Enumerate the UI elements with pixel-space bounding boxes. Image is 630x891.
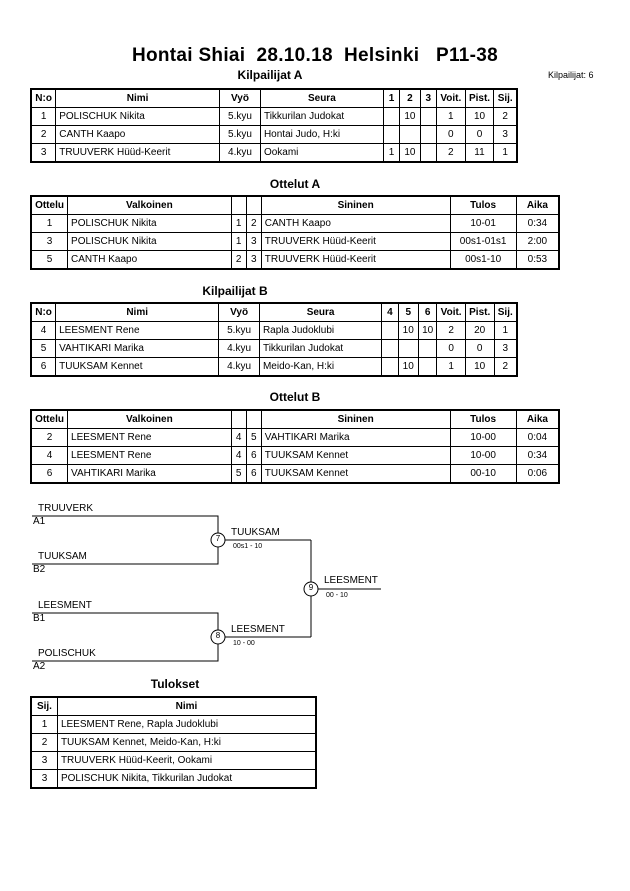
pool-b-heading: Kilpailijat B [202, 284, 268, 298]
competitors-count: Kilpailijat: 6 [548, 70, 594, 80]
cell-blue-no: 3 [245, 232, 262, 251]
results-table: Sij. Nimi 1 LEESMENT Rene, Rapla Judoklu… [30, 696, 317, 789]
cell-name: LEESMENT Rene, Rapla Judoklubi [56, 715, 317, 734]
cell-no: 3 [30, 143, 57, 162]
cell-time: 0:53 [515, 250, 560, 269]
bracket-entry-name: TRUUVERK [38, 503, 94, 514]
cell-rank: 3 [31, 769, 58, 788]
col-name: Nimi [56, 697, 317, 716]
table-row: 1 POLISCHUK Nikita 5.kyu Tikkurilan Judo… [30, 107, 517, 126]
bracket-entry-seed: A1 [33, 516, 46, 527]
match-7-winner: TUUKSAM [231, 527, 280, 538]
pool-a-heading: Kilpailijat A [237, 68, 303, 82]
pool-b-table: N:o Nimi Vyö Seura 4 5 6 Voit. Pist. Sij… [30, 302, 518, 377]
cell-name: TRUUVERK Hüüd-Keerit, Ookami [56, 751, 317, 770]
table-header-row: Ottelu Valkoinen Sininen Tulos Aika [30, 196, 560, 215]
cell-points: 10 [464, 107, 495, 126]
table-header-row: N:o Nimi Vyö Seura 4 5 6 Voit. Pist. Sij… [30, 303, 518, 322]
cell-score [417, 357, 438, 376]
page-title: Hontai Shiai 28.10.18 Helsinki P11-38 [131, 45, 499, 66]
match-8-winner: LEESMENT [231, 624, 285, 635]
table-row: 3 POLISCHUK Nikita, Tikkurilan Judokat [31, 769, 317, 788]
match-9-winner: LEESMENT [324, 575, 378, 586]
match-7-marker [210, 532, 226, 548]
cell-name: TRUUVERK Hüüd-Keerit [55, 143, 221, 162]
table-row: 3 POLISCHUK Nikita 1 3 TRUUVERK Hüüd-Kee… [30, 232, 560, 251]
table-row: 4 LEESMENT Rene 5.kyu Rapla Judoklubi 10… [30, 321, 518, 340]
match-7-score: 00s1 - 10 [233, 543, 263, 550]
table-row: 1 LEESMENT Rene, Rapla Judoklubi [31, 715, 317, 734]
cell-rank: 3 [31, 751, 58, 770]
cell-wins: 2 [436, 143, 466, 162]
cell-blue-no: 3 [245, 250, 262, 269]
table-header-row: Sij. Nimi [31, 697, 317, 716]
match-9-marker [303, 581, 319, 597]
match-9-score: 00 - 10 [326, 592, 348, 599]
table-row: 5 CANTH Kaapo 2 3 TRUUVERK Hüüd-Keerit 0… [30, 250, 560, 269]
matches-b-heading: Ottelut B [269, 390, 321, 404]
bracket-entry-name: TUUKSAM [38, 551, 87, 562]
cell-time: 0:06 [515, 464, 560, 483]
cell-points: 11 [464, 143, 495, 162]
matches-a-table: Ottelu Valkoinen Sininen Tulos Aika 1 PO… [30, 195, 560, 270]
matches-b-table: Ottelu Valkoinen Sininen Tulos Aika 2 LE… [30, 409, 560, 484]
match-8-marker [210, 629, 226, 645]
cell-blue: TRUUVERK Hüüd-Keerit [260, 250, 451, 269]
cell-blue-no: 2 [245, 214, 262, 233]
match-8-number: 8 [215, 631, 221, 640]
cell-white: VAHTIKARI Marika [67, 464, 232, 483]
col-time: Aika [515, 196, 560, 215]
table-row: 2 CANTH Kaapo 5.kyu Hontai Judo, H:ki 0 … [30, 125, 517, 144]
cell-rank: 1 [31, 715, 58, 734]
col-rank: Sij. [31, 697, 58, 716]
cell-rank: 1 [493, 143, 517, 162]
bracket-entry-name: LEESMENT [38, 600, 92, 611]
match-7-number: 7 [215, 534, 221, 543]
table-header-row: Ottelu Valkoinen Sininen Tulos Aika [30, 410, 560, 429]
cell-no: 6 [30, 357, 57, 376]
cell-name: TUUKSAM Kennet, Meido-Kan, H:ki [56, 733, 317, 752]
table-row: 6 TUUKSAM Kennet 4.kyu Meido-Kan, H:ki 1… [30, 357, 518, 376]
bracket-entry-seed: B2 [33, 564, 46, 575]
cell-blue-no: 6 [245, 446, 262, 465]
match-9-number: 9 [308, 583, 314, 592]
bracket-entry-seed: B1 [33, 613, 46, 624]
bracket-entry-seed: A2 [33, 661, 46, 672]
cell-name: POLISCHUK Nikita, Tikkurilan Judokat [56, 769, 317, 788]
table-row: 5 VAHTIKARI Marika 4.kyu Tikkurilan Judo… [30, 339, 518, 358]
cell-match: 5 [30, 250, 69, 269]
cell-score [419, 143, 438, 162]
matches-a-heading: Ottelut A [269, 177, 321, 191]
cell-white: CANTH Kaapo [67, 250, 232, 269]
col-opp-6: 6 [417, 303, 438, 322]
cell-rank: 2 [493, 357, 518, 376]
cell-wins: 1 [436, 357, 466, 376]
table-row: 2 LEESMENT Rene 4 5 VAHTIKARI Marika 10-… [30, 428, 560, 447]
table-row: 2 TUUKSAM Kennet, Meido-Kan, H:ki [31, 733, 317, 752]
cell-name: TUUKSAM Kennet [55, 357, 220, 376]
cell-blue-no: 6 [245, 464, 262, 483]
table-row: 3 TRUUVERK Hüüd-Keerit, Ookami [31, 751, 317, 770]
cell-result: 00s1-10 [449, 250, 517, 269]
table-row: 3 TRUUVERK Hüüd-Keerit 4.kyu Ookami 1 10… [30, 143, 517, 162]
cell-match: 6 [30, 464, 69, 483]
match-8-score: 10 - 00 [233, 640, 255, 647]
table-row: 1 POLISCHUK Nikita 1 2 CANTH Kaapo 10-01… [30, 214, 560, 233]
table-row: 6 VAHTIKARI Marika 5 6 TUUKSAM Kennet 00… [30, 464, 560, 483]
results-heading: Tulokset [150, 677, 200, 691]
cell-rank: 2 [31, 733, 58, 752]
bracket-entry-name: POLISCHUK [38, 648, 96, 659]
pool-a-table: N:o Nimi Vyö Seura 1 2 3 Voit. Pist. Sij… [30, 88, 518, 163]
